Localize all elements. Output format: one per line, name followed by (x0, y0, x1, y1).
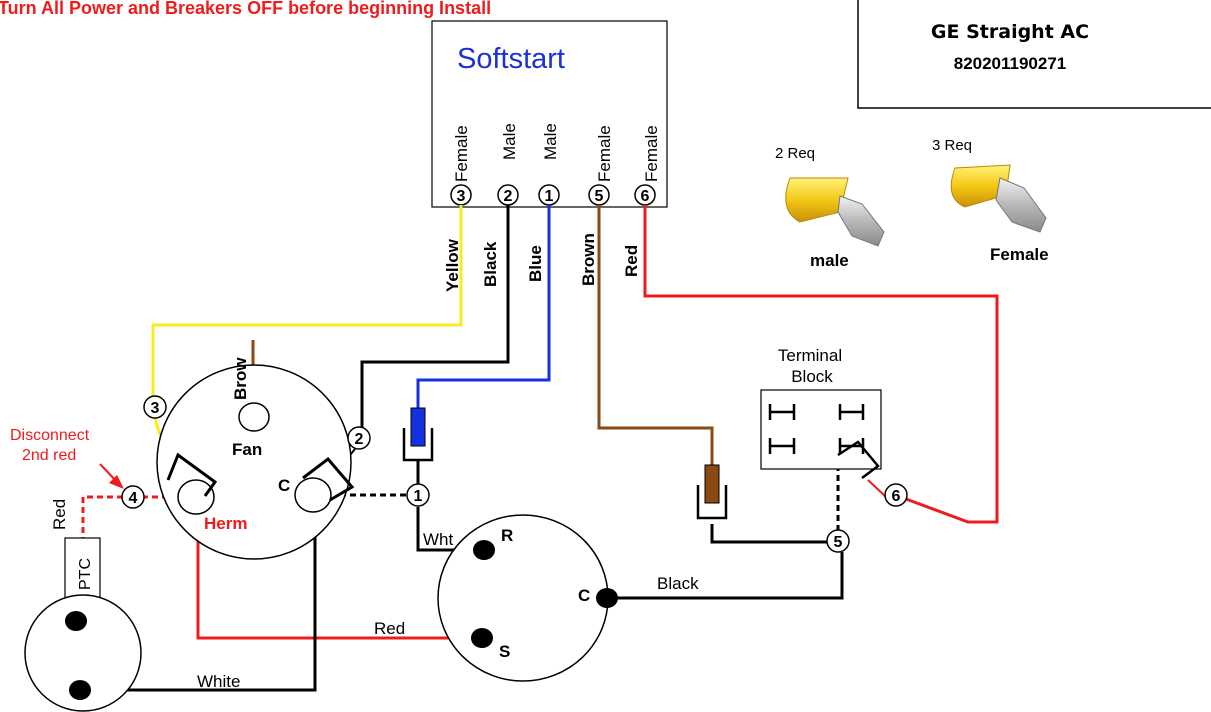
fan-motor (24, 594, 142, 712)
capacitor: Brow Fan C Herm (156, 357, 355, 560)
softstart-box: Softstart Female Male Male Female Female… (431, 20, 668, 208)
node-2: 2 (347, 426, 371, 450)
wire-label-black: Black (481, 241, 500, 287)
model-box: GE Straight AC 820201190271 (857, 0, 1211, 109)
svg-text:6: 6 (641, 188, 650, 205)
callout-line1: Disconnect (10, 427, 90, 444)
compressor-r-label: R (501, 526, 513, 545)
node-5: 5 (826, 529, 850, 553)
svg-text:2: 2 (504, 188, 513, 205)
wire-brown-plug-to-5 (710, 524, 828, 544)
compressor-r-terminal (473, 540, 495, 560)
svg-text:5: 5 (595, 188, 604, 205)
wire-red-dashed-ptc (81, 495, 123, 538)
terminal-line2: Block (791, 367, 833, 386)
wire-label-brown: Brown (579, 233, 598, 286)
svg-text:2: 2 (355, 431, 364, 448)
blue-plug (402, 407, 434, 484)
wire-label-blue: Blue (526, 245, 545, 282)
male-connector-image: 2 Req male (775, 145, 885, 270)
node-6: 6 (884, 483, 908, 507)
cap-brow-label: Brow (231, 357, 250, 400)
brown-plug (696, 464, 728, 520)
model-name: GE Straight AC (931, 21, 1089, 43)
cap-herm-label: Herm (204, 514, 247, 533)
terminal-line1: Terminal (778, 346, 842, 365)
wire-label-white: White (197, 672, 240, 691)
wire-black-softstart (360, 205, 510, 428)
wire-label-wht: Wht (423, 530, 454, 549)
female-connector-image: 3 Req Female (932, 137, 1049, 264)
wire-label-compressor-red: Red (374, 619, 405, 638)
node-1: 1 (406, 483, 430, 507)
female-req: 3 Req (932, 137, 972, 154)
warning-text: Turn All Power and Breakers OFF before b… (0, 0, 491, 18)
ptc-label: PTC (77, 558, 94, 590)
svg-text:3: 3 (151, 400, 160, 417)
softstart-title: Softstart (457, 43, 565, 75)
motor-terminal-bottom (69, 680, 91, 700)
compressor-s-terminal (471, 628, 493, 648)
wire-red-to-block (867, 479, 887, 498)
pin-3: 3 (450, 184, 472, 206)
compressor-c-label: C (578, 586, 590, 605)
svg-text:1: 1 (545, 188, 554, 205)
svg-text:1: 1 (414, 488, 423, 505)
motor-terminal-top (65, 611, 87, 631)
male-label: male (810, 251, 849, 270)
wire-label-red: Red (622, 245, 641, 277)
wire-label-ptc-red: Red (50, 499, 69, 530)
pin5-gender: Female (595, 125, 614, 182)
pin-6: 6 (634, 184, 656, 206)
svg-text:6: 6 (892, 488, 901, 505)
pin2-gender: Male (500, 123, 519, 160)
wire-brown (597, 205, 714, 465)
wire-label-yellow: Yellow (443, 238, 462, 292)
disconnect-callout: Disconnect 2nd red (10, 427, 124, 489)
wire-black-c (612, 552, 844, 600)
cap-c-label: C (278, 476, 290, 495)
svg-text:3: 3 (457, 188, 466, 205)
wire-blue (416, 205, 551, 408)
pin6-gender: Female (642, 125, 661, 182)
pin-2: 2 (497, 184, 519, 206)
pin-1: 1 (538, 184, 560, 206)
male-req: 2 Req (775, 145, 815, 162)
wire-label-compressor-black: Black (657, 574, 699, 593)
callout-line2: 2nd red (22, 447, 76, 464)
model-number: 820201190271 (954, 54, 1067, 73)
wire-white (82, 512, 317, 692)
pin3-gender: Female (452, 125, 471, 182)
node-3: 3 (143, 395, 167, 419)
compressor-s-label: S (499, 642, 510, 661)
svg-text:5: 5 (834, 534, 843, 551)
node-4: 4 (121, 485, 145, 509)
wire-red-herm (196, 510, 475, 640)
pin1-gender: Male (541, 123, 560, 160)
female-label: Female (990, 245, 1049, 264)
pin-5: 5 (588, 184, 610, 206)
compressor-c-terminal (596, 588, 618, 608)
svg-text:4: 4 (129, 490, 138, 507)
wire-yellow (151, 205, 463, 396)
cap-fan-label: Fan (232, 440, 262, 459)
compressor: R C S (437, 514, 618, 682)
wire-red-softstart (643, 205, 999, 524)
terminal-block: Terminal Block (760, 346, 882, 479)
